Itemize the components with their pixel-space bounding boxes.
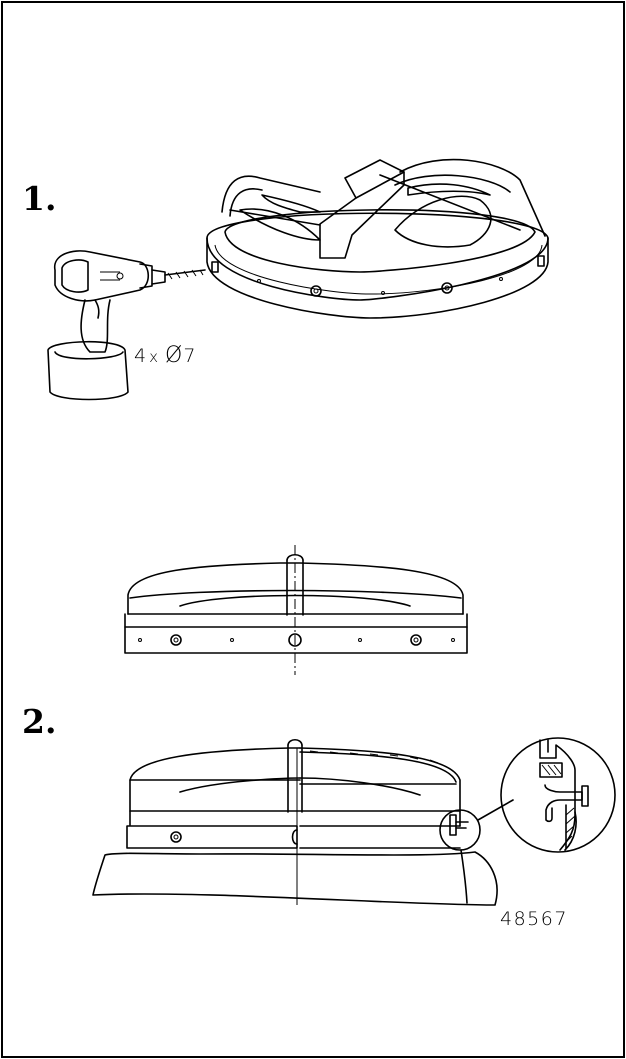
diameter-symbol: Ø (164, 343, 184, 368)
times-sign: x (149, 348, 159, 366)
hole-diameter: 7 (183, 345, 197, 367)
dome-side-view (124, 545, 468, 675)
dome-isometric (206, 158, 549, 319)
detail-magnifier (500, 737, 616, 853)
assembly-side-view (92, 738, 514, 906)
step-2-number: 2. (22, 702, 57, 741)
reference-code: 48567 (500, 908, 568, 930)
drill-icon (47, 250, 206, 401)
hole-count: 4 (134, 345, 148, 367)
step-1-number: 1. (22, 179, 57, 218)
